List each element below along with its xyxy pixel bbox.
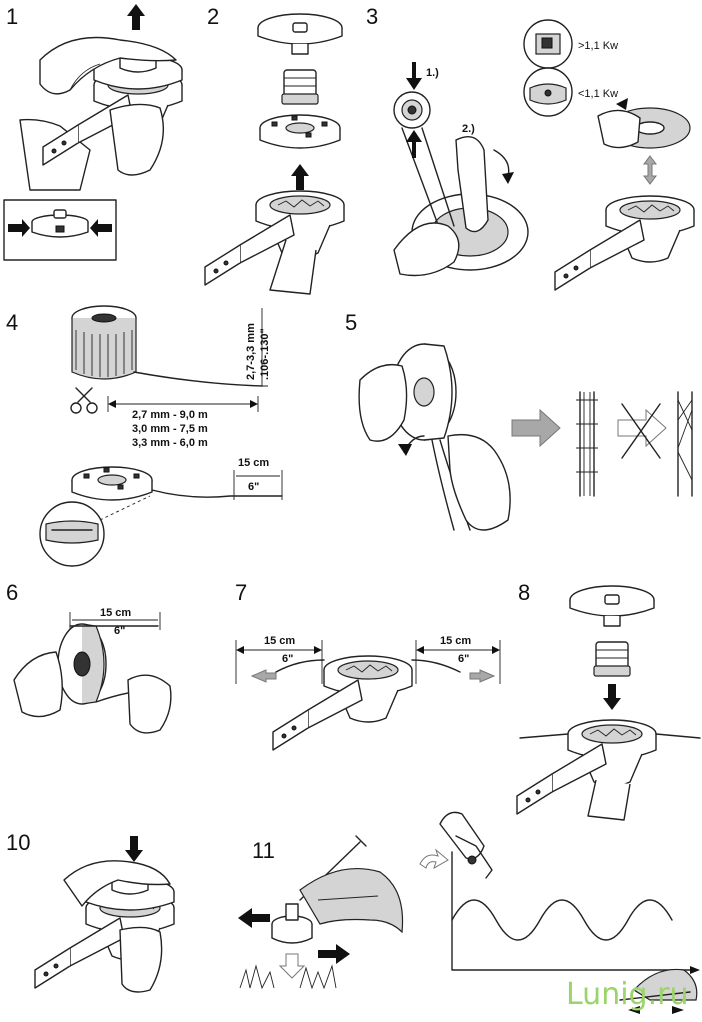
double-arrow-icon — [643, 155, 657, 185]
step-number-8: 8 — [518, 580, 530, 605]
arrow-down-icon — [603, 684, 621, 710]
arrow-down-icon — [125, 836, 143, 862]
length-label-1: 2,7 mm - 9,0 m — [132, 409, 208, 421]
step-number-3: 3 — [366, 4, 378, 29]
arrow-right-icon — [617, 408, 667, 448]
arrow-left-icon — [250, 669, 277, 683]
left-cm-label: 15 cm — [264, 635, 295, 647]
step2-illustration — [204, 13, 345, 295]
arrow-right-icon — [8, 219, 30, 237]
step4-illustration: 2,7 mm - 9,0 m 3,0 mm - 7,5 m 3,3 mm - 6… — [39, 305, 283, 567]
arrow-down-icon — [278, 953, 306, 979]
diameter-mm-label: 2,7-3,3 mm — [245, 323, 257, 380]
arrow-right-icon — [469, 669, 496, 683]
power-high-label: >1,1 Kw — [578, 40, 618, 52]
line-end-in-label: 6" — [114, 625, 125, 637]
step5-illustration — [358, 343, 693, 531]
arrow-left-icon — [90, 219, 112, 237]
step-number-7: 7 — [235, 580, 247, 605]
right-in-label: 6" — [458, 653, 469, 665]
arrow-up-icon — [127, 4, 145, 30]
rotate-arrow-icon — [493, 149, 510, 177]
step-number-1: 1 — [6, 4, 18, 29]
step7-illustration: 15 cm 6" 15 cm 6" — [235, 635, 501, 751]
step-number-11: 11 — [252, 838, 275, 863]
wave-graph-illustration — [419, 811, 700, 1014]
rotate-arrow-icon — [419, 848, 449, 870]
step-number-10: 10 — [6, 830, 30, 855]
correct-winding — [576, 391, 598, 497]
right-cm-label: 15 cm — [440, 635, 471, 647]
watermark: Lunig.ru — [566, 977, 688, 1012]
left-in-label: 6" — [282, 653, 293, 665]
wrong-cross-icon — [621, 403, 661, 459]
step6-illustration: 15 cm 6" — [13, 607, 172, 734]
arrow-right-icon — [511, 408, 561, 448]
length-label-3: 3,3 mm - 6,0 m — [132, 437, 208, 449]
step-number-4: 4 — [6, 310, 18, 335]
grass — [239, 964, 337, 990]
power-low-label: <1,1 Kw — [578, 88, 618, 100]
scissors-icon — [70, 387, 98, 414]
step11-illustration — [238, 835, 404, 990]
step-number-5: 5 — [345, 310, 357, 335]
end-length-cm-label: 15 cm — [238, 457, 269, 469]
step3-sub-1-label: 1.) — [426, 67, 439, 79]
diameter-in-label: .106-.130" — [259, 328, 271, 380]
end-length-in-label: 6" — [248, 481, 259, 493]
step3-illustration: 1.) 2.) — [393, 62, 529, 277]
rotate-arrow-icon — [616, 98, 628, 110]
step1-illustration — [3, 4, 183, 261]
step8-illustration — [516, 585, 701, 821]
arrow-up-icon — [291, 164, 309, 190]
step-number-6: 6 — [6, 580, 18, 605]
arrow-left-icon — [238, 908, 270, 928]
wrong-winding — [677, 391, 693, 497]
step3b-illustration: >1,1 Kw <1,1 Kw — [523, 19, 695, 291]
arrow-right-icon — [318, 944, 350, 964]
arrow-up-icon — [406, 130, 422, 158]
step10-illustration — [34, 836, 175, 993]
step3-sub-2-label: 2.) — [462, 123, 475, 135]
step-number-2: 2 — [207, 4, 219, 29]
line-end-cm-label: 15 cm — [100, 607, 131, 619]
length-label-2: 3,0 mm - 7,5 m — [132, 423, 208, 435]
arrow-down-icon — [406, 62, 422, 90]
